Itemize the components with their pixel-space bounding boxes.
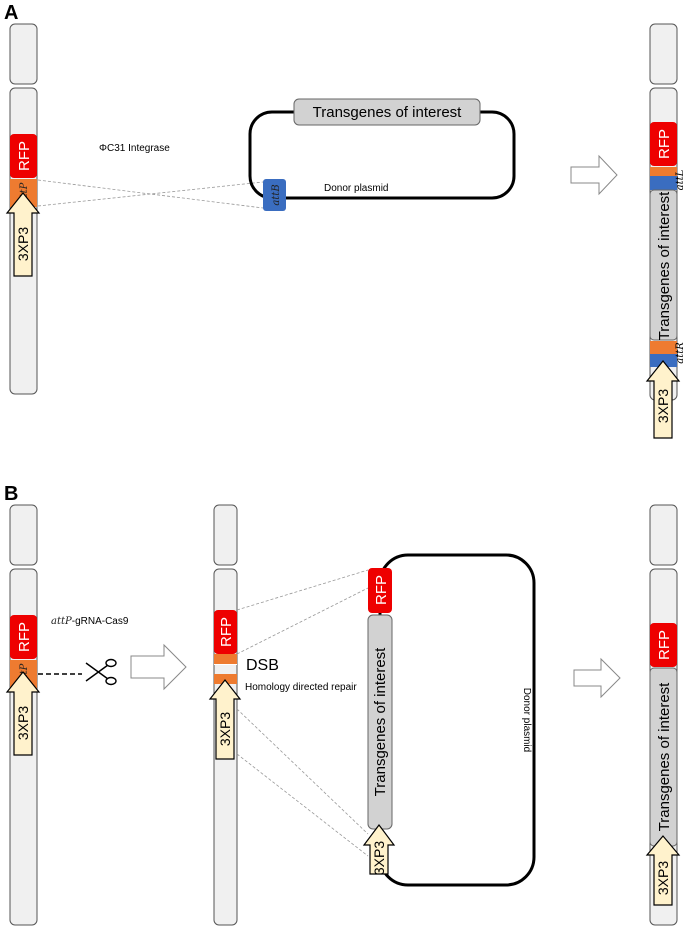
3xp3-label: 3XP3 — [217, 712, 233, 746]
chromosome-short-arm — [9, 23, 38, 85]
cas9-label: attP-gRNA-Cas9 — [51, 616, 129, 627]
attb-site — [263, 179, 286, 211]
3xp3-promoter-arrow — [208, 679, 242, 760]
cas9-suffix: -gRNA-Cas9 — [72, 616, 129, 627]
rfp-label: RFP — [656, 630, 673, 660]
chromosome-b-middle: RFP 3XP3 — [208, 504, 242, 926]
rfp-marker — [10, 615, 37, 659]
chromosome-b-right: RFP Transgenes of interest 3XP3 — [645, 504, 681, 926]
transgenes-box — [293, 98, 481, 126]
chromosome-a-right: RFP attL Transgenes of interest attR 3XP… — [645, 23, 685, 439]
attl-orange — [650, 167, 677, 176]
transgenes-label: Transgenes of interest — [656, 191, 673, 341]
attp-fragment-top — [214, 654, 237, 664]
process-arrow-icon — [130, 643, 187, 691]
3xp3-label: 3XP3 — [655, 861, 671, 895]
3xp3-promoter-arrow — [5, 671, 41, 756]
plasmid-outline — [378, 553, 536, 887]
chromosome-b-left: RFP attP 3XP3 — [5, 504, 41, 926]
chromosome-short-arm — [649, 504, 678, 566]
attr-label: attR — [675, 342, 685, 364]
cas9-attp-italic: attP — [51, 616, 72, 627]
transgenes-insert — [649, 189, 678, 341]
panel-a-label: A — [4, 2, 18, 24]
3xp3-promoter-arrow — [362, 824, 396, 875]
transgenes-label: Transgenes of interest — [372, 647, 389, 797]
chromosome-short-arm — [213, 504, 238, 566]
chromosome-a-left: RFP attP 3XP3 — [5, 23, 41, 395]
recombination-lines — [37, 179, 264, 209]
attp-fragment-bottom — [214, 674, 237, 684]
transgenes-label: Transgenes of interest — [313, 104, 463, 121]
attr-blue — [650, 354, 677, 367]
rfp-label: RFP — [373, 575, 390, 605]
donor-plasmid-b: RFP Transgenes of interest 3XP3 Donor pl… — [362, 553, 536, 887]
process-arrow-icon — [573, 657, 621, 699]
3xp3-label: 3XP3 — [655, 389, 671, 423]
integrase-label: ΦC31 Integrase — [99, 143, 170, 154]
attr-orange — [650, 341, 677, 354]
homology-lines — [236, 569, 369, 857]
3xp3-promoter-arrow — [5, 192, 41, 277]
donor-plasmid-label: Donor plasmid — [324, 183, 388, 194]
rfp-label: RFP — [656, 129, 673, 159]
process-arrow-icon — [570, 154, 618, 196]
panel-b-label: B — [4, 483, 18, 505]
3xp3-promoter-arrow — [645, 835, 681, 906]
rfp-marker — [650, 623, 677, 667]
rfp-marker — [368, 568, 392, 613]
dsb-label: DSB — [246, 657, 279, 674]
attb-label: attB — [271, 184, 282, 205]
rfp-marker — [10, 134, 37, 178]
donor-plasmid-label: Donor plasmid — [521, 688, 532, 752]
3xp3-promoter-arrow — [645, 360, 681, 439]
rfp-marker — [214, 610, 237, 654]
3xp3-label: 3XP3 — [371, 841, 387, 875]
hdr-label: Homology directed repair — [245, 682, 357, 693]
chromosome-short-arm — [649, 23, 678, 85]
rfp-label: RFP — [16, 141, 33, 171]
chromosome-short-arm — [9, 504, 38, 566]
attl-blue — [650, 176, 677, 190]
attp-label: attP — [19, 182, 30, 203]
donor-plasmid-a: Transgenes of interest attB Donor plasmi… — [248, 98, 516, 211]
scissors-icon — [85, 658, 117, 686]
3xp3-label: 3XP3 — [15, 227, 31, 261]
transgenes-label: Transgenes of interest — [656, 682, 673, 832]
attl-label: attL — [675, 169, 685, 190]
rfp-label: RFP — [16, 622, 33, 652]
rfp-marker — [650, 122, 677, 166]
3xp3-label: 3XP3 — [15, 706, 31, 740]
rfp-label: RFP — [218, 617, 235, 647]
